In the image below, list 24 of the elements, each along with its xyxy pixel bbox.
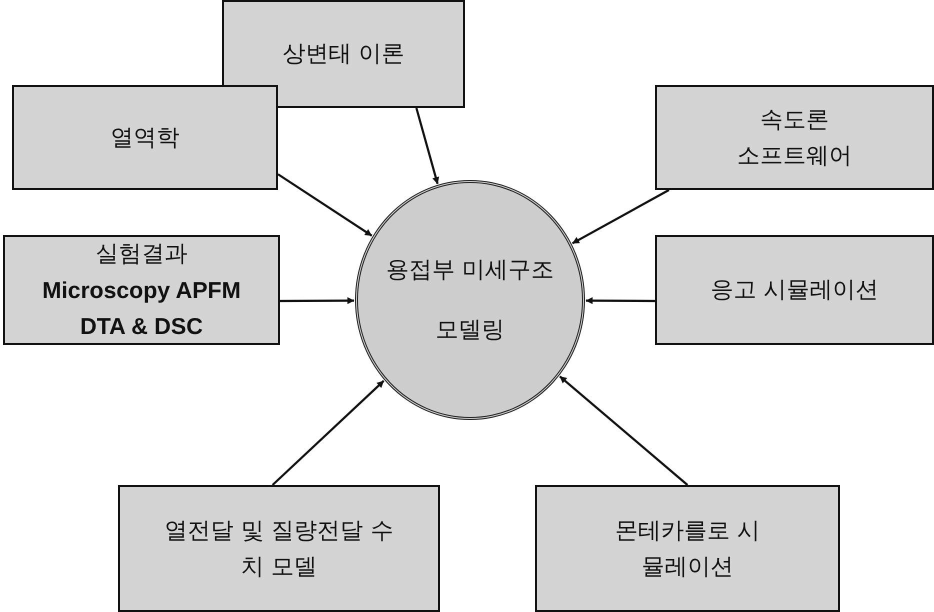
box-title: 열역학	[110, 124, 180, 152]
arrow	[272, 380, 384, 486]
arrow	[280, 297, 354, 304]
text-box	[655, 85, 934, 190]
box-title: 열전달 및 질량전달 수치 모델	[164, 516, 394, 582]
box-title: 실험결과	[96, 240, 188, 269]
arrow	[572, 189, 670, 244]
text-box	[535, 485, 840, 612]
arrow	[277, 173, 372, 237]
text-box	[12, 85, 278, 190]
arrow	[559, 376, 688, 486]
text-box	[118, 485, 440, 612]
text-box	[222, 0, 465, 108]
text-box	[3, 235, 280, 345]
box-title: 상변태 이론	[282, 40, 405, 69]
box-title: 속도론	[760, 106, 829, 134]
text-box	[655, 235, 934, 345]
box-text: 소프트웨어	[737, 142, 852, 170]
box-title: 몬테카를로 시뮬레이션	[614, 516, 762, 582]
box-title: 용접부 미세구조 모델링	[384, 256, 556, 345]
box-title: 응고 시뮬레이션	[710, 276, 879, 305]
arrow	[415, 108, 440, 184]
box-text: Microscopy APFM DTA & DSC	[41, 276, 242, 341]
arrow	[586, 297, 655, 304]
